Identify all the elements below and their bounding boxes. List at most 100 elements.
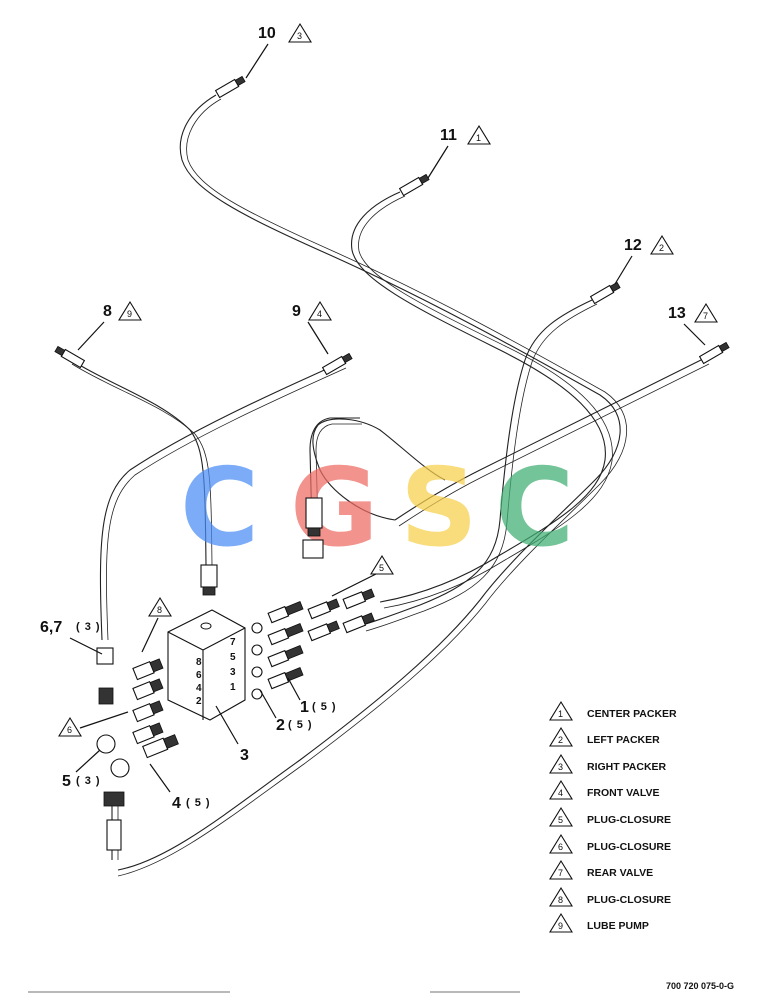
callout-9-label: 9 — [292, 303, 301, 320]
callout-11-tri-num: 1 — [476, 133, 481, 143]
legend-tri-num: 9 — [558, 921, 563, 931]
legend-item: 5 PLUG-CLOSURE — [549, 806, 671, 827]
figure-code: 700 720 075-0-G — [666, 981, 734, 991]
tube-13 — [312, 357, 710, 527]
callout-8-tri-num: 9 — [127, 309, 132, 319]
legend-label: LEFT PACKER — [587, 734, 660, 746]
callout-10-label: 10 — [258, 25, 276, 42]
callout-1: 1 ( 5 ) — [287, 677, 337, 716]
callout-9-tri-num: 4 — [317, 309, 322, 319]
fitting-block-top — [200, 564, 218, 596]
callout-4-label: 4 — [172, 795, 181, 812]
fitting-9 — [321, 352, 353, 376]
port-6: 6 — [196, 670, 202, 681]
callout-4-qty: ( 5 ) — [186, 797, 211, 809]
callout-12-tri-num: 2 — [659, 243, 664, 253]
legend-tri-num: 2 — [558, 735, 563, 745]
callout-5-bottom-qty: ( 3 ) — [76, 775, 101, 787]
legend-label: FRONT VALVE — [587, 787, 660, 799]
port-2: 2 — [196, 696, 202, 707]
callout-13-label: 13 — [668, 305, 686, 322]
callout-13-tri-num: 7 — [703, 311, 708, 321]
legend-label: PLUG-CLOSURE — [587, 814, 671, 826]
tube-11 — [351, 191, 613, 609]
callout-3: 3 — [215, 705, 249, 764]
tubing — [67, 94, 710, 877]
callout-12: 12 2 — [614, 234, 674, 285]
divider-block: 7 5 3 1 8 6 4 2 — [167, 609, 246, 721]
legend-item: 2 LEFT PACKER — [549, 726, 660, 747]
callout-10-tri-num: 3 — [297, 31, 302, 41]
callout-10: 10 3 — [245, 22, 312, 79]
callout-11: 11 1 — [427, 124, 491, 179]
right-port-fittings — [251, 588, 375, 700]
legend-tri-num: 1 — [558, 709, 563, 719]
callout-6-7-qty: ( 3 ) — [76, 621, 101, 633]
tube-8 — [67, 357, 213, 566]
logo-letter-c2: C — [495, 446, 574, 571]
legend-label: CENTER PACKER — [587, 708, 677, 720]
end-fittings — [54, 75, 730, 851]
callout-6: 6 — [58, 711, 129, 737]
callout-8-mid: 8 — [141, 596, 172, 653]
callout-9: 9 4 — [292, 300, 332, 355]
left-port-fittings — [96, 647, 179, 778]
tube-9 — [99, 361, 347, 641]
callout-2-qty: ( 5 ) — [288, 719, 313, 731]
callout-11-label: 11 — [440, 127, 457, 144]
legend-label: LUBE PUMP — [587, 920, 649, 932]
callout-2: 2 ( 5 ) — [259, 689, 313, 734]
callout-8: 8 9 — [77, 300, 142, 351]
legend: 1 CENTER PACKER 2 LEFT PACKER 3 RIGHT PA… — [549, 700, 677, 933]
port-3: 3 — [230, 667, 236, 678]
callout-13: 13 7 — [668, 302, 718, 346]
legend-tri-num: 4 — [558, 788, 563, 798]
callout-1-qty: ( 5 ) — [312, 701, 337, 713]
tube-center — [309, 417, 362, 529]
legend-tri-num: 7 — [558, 868, 563, 878]
callout-8-mid-tri-num: 8 — [157, 605, 162, 615]
callout-3-label: 3 — [240, 747, 249, 764]
legend-tri-num: 5 — [558, 815, 563, 825]
callout-6-tri-num: 6 — [67, 725, 72, 735]
watermark-logo: C G S C — [180, 446, 574, 571]
port-5: 5 — [230, 652, 236, 663]
callout-4: 4 ( 5 ) — [149, 763, 211, 812]
callout-6-7: 6,7 ( 3 ) — [40, 619, 103, 655]
fitting-8 — [54, 345, 86, 369]
callout-5-bottom-label: 5 — [62, 773, 71, 790]
callout-12-label: 12 — [624, 237, 642, 254]
legend-item: 6 PLUG-CLOSURE — [549, 833, 671, 854]
fitting-13 — [698, 341, 730, 365]
callout-8-label: 8 — [103, 303, 112, 320]
legend-item: 9 LUBE PUMP — [549, 912, 649, 933]
legend-label: PLUG-CLOSURE — [587, 841, 671, 853]
callout-6-7-label: 6,7 — [40, 619, 62, 636]
fitting-pump — [103, 791, 125, 851]
callout-1-label: 1 — [300, 699, 309, 716]
port-4: 4 — [196, 683, 202, 694]
fitting-10 — [214, 75, 246, 99]
legend-item: 1 CENTER PACKER — [549, 700, 677, 721]
legend-label: REAR VALVE — [587, 867, 653, 879]
logo-letter-s: S — [400, 446, 478, 571]
callout-2-label: 2 — [276, 717, 285, 734]
callout-5-top-tri-num: 5 — [379, 563, 384, 573]
fitting-center-red — [302, 497, 324, 559]
port-7: 7 — [230, 637, 236, 648]
legend-item: 3 RIGHT PACKER — [549, 753, 667, 774]
tube-10 — [117, 94, 627, 877]
callout-5-top: 5 — [331, 554, 394, 597]
legend-item: 4 FRONT VALVE — [549, 779, 660, 800]
logo-letter-c1: C — [180, 446, 259, 571]
legend-item: 7 REAR VALVE — [549, 859, 653, 880]
legend-tri-num: 8 — [558, 895, 563, 905]
fitting-12 — [589, 281, 621, 305]
port-1: 1 — [230, 682, 236, 693]
fitting-11 — [398, 173, 430, 197]
tube-12 — [361, 299, 598, 632]
legend-item: 8 PLUG-CLOSURE — [549, 886, 671, 907]
legend-label: RIGHT PACKER — [587, 761, 667, 773]
legend-tri-num: 3 — [558, 762, 563, 772]
